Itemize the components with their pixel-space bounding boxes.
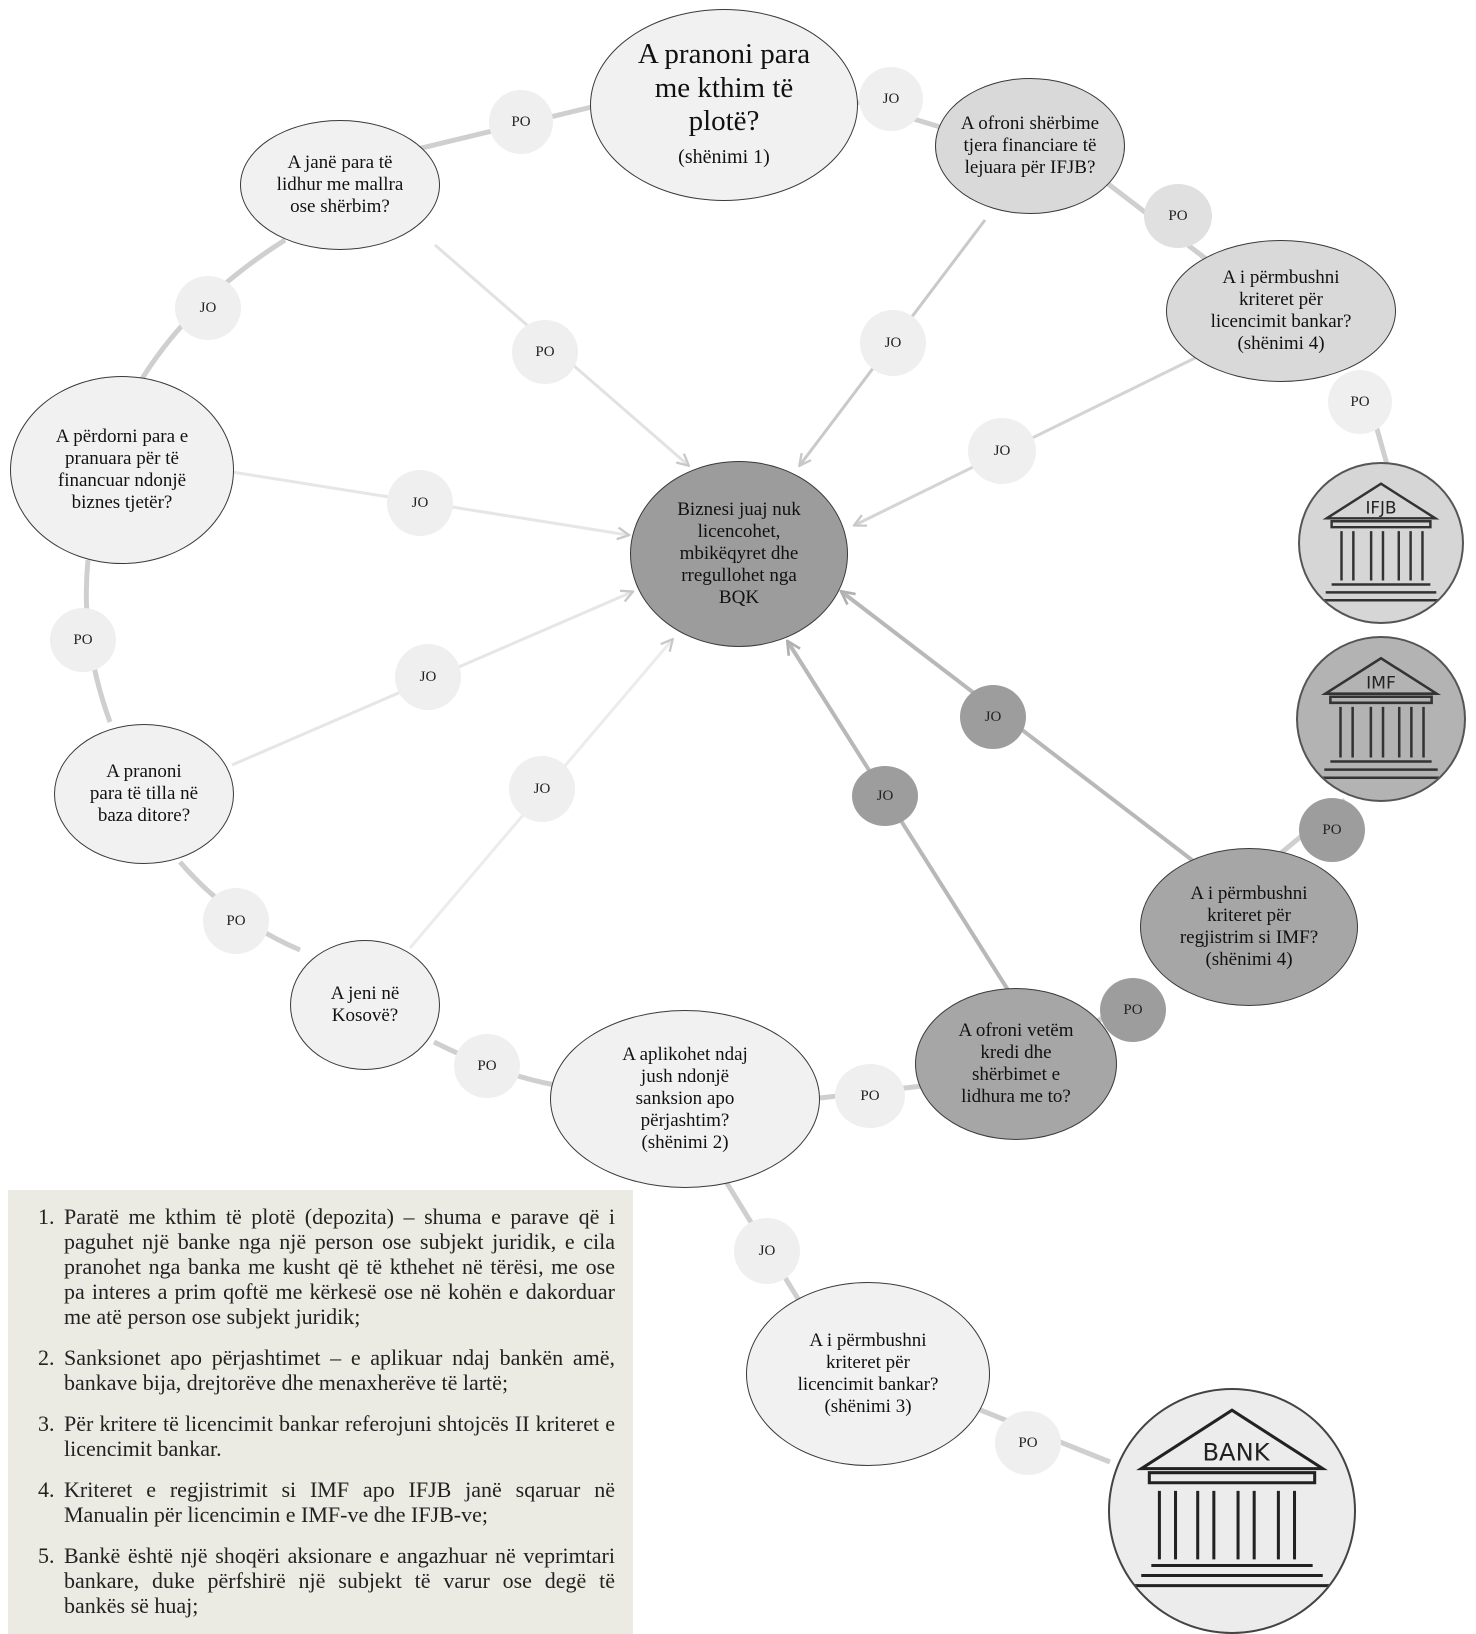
po-badge: PO — [1328, 370, 1392, 434]
jo-badge: JO — [859, 67, 923, 131]
jo-badge: JO — [968, 418, 1036, 484]
po-badge: PO — [512, 320, 578, 384]
jo-badge: JO — [960, 685, 1026, 749]
po-badge: PO — [50, 608, 116, 672]
node-imf-criteria: A i përmbushni kriteret për regjistrim s… — [1140, 848, 1358, 1006]
node-ifjb-criteria-text: A i përmbushni kriteret për licencimit b… — [1210, 267, 1352, 354]
node-full-return-text: A pranoni para me kthim të plotë? — [637, 38, 811, 137]
note-item: Bankë është një shoqëri aksionare e anga… — [60, 1543, 615, 1618]
node-goods-services-text: A janë para të lidhur me mallra ose shër… — [276, 152, 404, 217]
node-sanction: A aplikohet ndaj jush ndonjë sanksion ap… — [550, 1010, 820, 1188]
ifjb-building-label: IFJB — [1365, 497, 1396, 517]
po-badge: PO — [1299, 798, 1365, 862]
node-not-licensed: Biznesi juaj nuk licencohet, mbikëqyret … — [630, 461, 848, 647]
imf-building-label: IMF — [1366, 674, 1396, 694]
po-badge: PO — [489, 90, 553, 154]
jo-badge: JO — [860, 310, 926, 376]
bank-building-icon: BANK — [1108, 1388, 1356, 1634]
note-item: Kriteret e regjistrimit si IMF apo IFJB … — [60, 1477, 615, 1527]
node-kosovo: A jeni në Kosovë? — [290, 940, 440, 1070]
po-badge: PO — [454, 1034, 520, 1098]
note-item: Sanksionet apo përjashtimet – e aplikuar… — [60, 1345, 615, 1395]
po-badge: PO — [203, 888, 269, 954]
jo-badge: JO — [395, 644, 461, 710]
jo-badge: JO — [175, 276, 241, 340]
node-credit-only-text: A ofroni vetëm kredi dhe shërbimet e lid… — [958, 1020, 1074, 1107]
node-daily-text: A pranoni para të tilla në baza ditore? — [89, 761, 199, 826]
node-full-return-note: (shënimi 1) — [678, 146, 770, 169]
node-full-return: A pranoni para me kthim të plotë? (shënim… — [590, 9, 858, 201]
node-finance-other: A përdorni para e pranuara për të financ… — [10, 376, 234, 564]
node-sanction-text: A aplikohet ndaj jush ndonjë sanksion ap… — [622, 1044, 748, 1153]
bank-building-label: BANK — [1202, 1439, 1270, 1467]
jo-badge: JO — [509, 756, 575, 822]
po-badge: PO — [995, 1411, 1061, 1475]
node-imf-criteria-text: A i përmbushni kriteret për regjistrim s… — [1179, 883, 1319, 970]
node-finance-other-text: A përdorni para e pranuara për të financ… — [55, 426, 189, 513]
ifjb-building-icon: IFJB — [1298, 462, 1464, 624]
node-credit-only: A ofroni vetëm kredi dhe shërbimet e lid… — [915, 988, 1117, 1140]
node-daily: A pranoni para të tilla në baza ditore? — [54, 724, 234, 864]
notes-box: Paratë me kthim të plotë (depozita) – sh… — [8, 1190, 633, 1634]
imf-building-icon: IMF — [1296, 636, 1466, 802]
node-ifjb-criteria: A i përmbushni kriteret për licencimit b… — [1166, 240, 1396, 382]
note-item: Paratë me kthim të plotë (depozita) – sh… — [60, 1204, 615, 1329]
node-kosovo-text: A jeni në Kosovë? — [330, 983, 400, 1026]
node-other-services-text: A ofroni shërbime tjera financiare të le… — [960, 113, 1100, 178]
ifjb-building-drawing: IFJB — [1319, 482, 1443, 602]
node-bank-criteria: A i përmbushni kriteret për licencimit b… — [746, 1282, 990, 1466]
jo-badge: JO — [734, 1218, 800, 1284]
po-badge: PO — [1100, 978, 1166, 1042]
node-bank-criteria-text: A i përmbushni kriteret për licencimit b… — [797, 1330, 939, 1417]
bank-building-drawing: BANK — [1131, 1408, 1333, 1588]
node-other-services: A ofroni shërbime tjera financiare të le… — [935, 78, 1125, 214]
jo-badge: JO — [387, 470, 453, 536]
node-not-licensed-text: Biznesi juaj nuk licencohet, mbikëqyret … — [677, 499, 801, 608]
jo-badge: JO — [852, 766, 918, 826]
po-badge: PO — [835, 1064, 905, 1128]
imf-building-drawing: IMF — [1318, 656, 1444, 779]
notes-list: Paratë me kthim të plotë (depozita) – sh… — [24, 1204, 615, 1618]
node-goods-services: A janë para të lidhur me mallra ose shër… — [240, 120, 440, 250]
note-item: Për kritere të licencimit bankar referoj… — [60, 1411, 615, 1461]
po-badge: PO — [1144, 184, 1212, 248]
spoke-imfcriteria — [842, 592, 1207, 872]
